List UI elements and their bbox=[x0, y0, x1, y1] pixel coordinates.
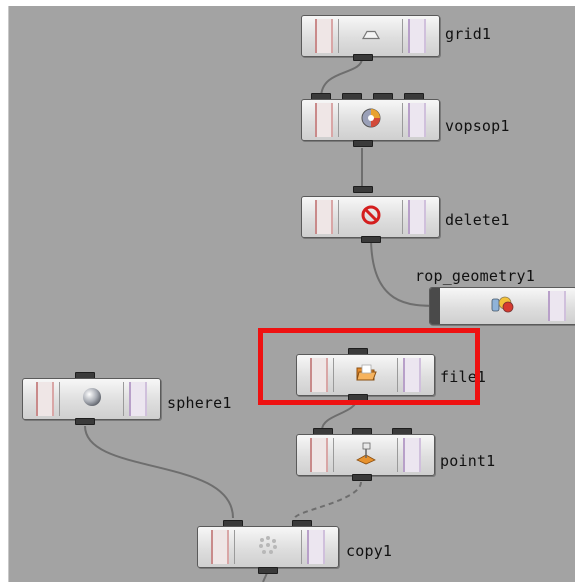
node-vopsop1[interactable] bbox=[301, 99, 440, 141]
vop-ball-icon bbox=[360, 107, 382, 133]
wire-sphere-copy bbox=[84, 425, 234, 519]
output-port[interactable] bbox=[353, 54, 373, 61]
node-copy1[interactable] bbox=[197, 526, 339, 568]
copy-stamp-icon bbox=[256, 534, 280, 560]
node-label-copy1: copy1 bbox=[346, 542, 393, 560]
node-label-point1: point1 bbox=[440, 452, 496, 470]
point-icon bbox=[354, 441, 378, 469]
sphere-icon bbox=[81, 386, 103, 412]
output-port[interactable] bbox=[353, 140, 373, 147]
input-port[interactable] bbox=[353, 186, 373, 193]
delete-prohibit-icon bbox=[360, 204, 382, 230]
node-sphere1[interactable] bbox=[22, 378, 161, 420]
output-port[interactable] bbox=[258, 567, 278, 574]
selection-highlight-box bbox=[258, 328, 480, 405]
node-label-vopsop1: vopsop1 bbox=[445, 117, 510, 135]
output-port[interactable] bbox=[352, 474, 372, 481]
output-port[interactable] bbox=[75, 418, 95, 425]
node-point1[interactable] bbox=[296, 434, 435, 476]
wire-grid-vopsop bbox=[320, 57, 363, 99]
wire-copy-out bbox=[262, 572, 268, 582]
grid-icon bbox=[359, 27, 383, 46]
node-label-file1: file1 bbox=[440, 368, 487, 386]
node-rop-geometry1[interactable] bbox=[429, 287, 575, 325]
node-label-rop-geometry1: rop_geometry1 bbox=[415, 267, 535, 285]
node-label-delete1: delete1 bbox=[445, 211, 510, 229]
network-editor-canvas[interactable]: grid1 vopsop1 delete1 rop_geometry1 bbox=[8, 6, 575, 582]
output-port[interactable] bbox=[361, 236, 381, 243]
node-file1[interactable] bbox=[296, 354, 435, 396]
file-folder-icon bbox=[354, 362, 378, 388]
wire-point-copy bbox=[294, 481, 362, 519]
node-grid1[interactable] bbox=[301, 15, 440, 57]
node-label-sphere1: sphere1 bbox=[167, 394, 232, 412]
node-label-grid1: grid1 bbox=[445, 25, 492, 43]
node-delete1[interactable] bbox=[301, 196, 440, 238]
render-geometry-icon bbox=[489, 294, 517, 318]
wire-delete-rop bbox=[370, 236, 440, 307]
